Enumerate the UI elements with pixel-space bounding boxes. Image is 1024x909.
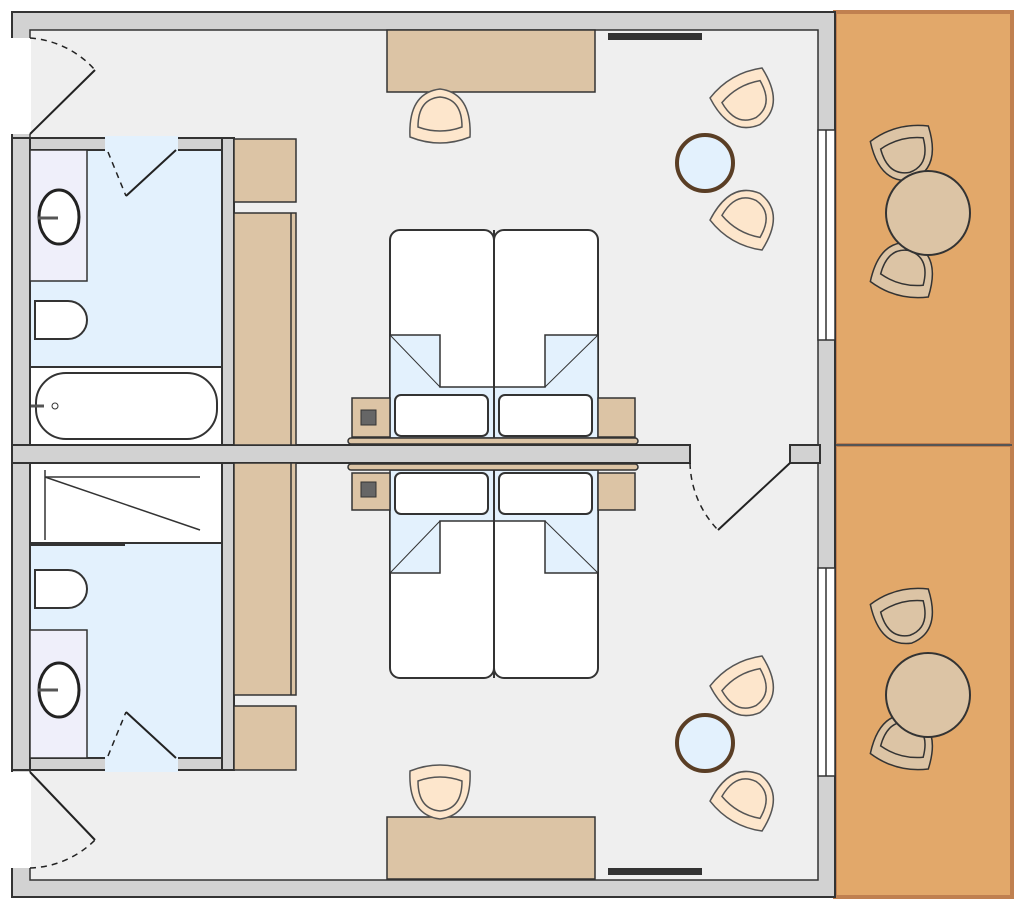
tv-icon: [608, 868, 702, 875]
bathtub: [35, 372, 218, 440]
entrance-door-top[interactable]: [29, 37, 96, 135]
desk-chair: [409, 764, 471, 820]
armchair: [709, 655, 775, 717]
divider-wall: [11, 444, 691, 464]
headboard: [347, 463, 639, 471]
armchair: [709, 770, 775, 832]
headboard: [347, 437, 639, 445]
balcony-chair: [869, 587, 934, 645]
wardrobes: [233, 138, 297, 771]
pillow: [394, 472, 489, 515]
desk-top: [386, 29, 596, 93]
toilet-icon: [34, 300, 88, 340]
armchair: [709, 67, 775, 129]
pillow: [394, 394, 489, 437]
armchair: [709, 189, 775, 251]
toilet-icon: [34, 569, 88, 609]
balcony-chair: [869, 241, 934, 299]
round-table: [675, 133, 735, 193]
pillow: [498, 394, 593, 437]
balcony-table: [885, 170, 971, 256]
phone-icon: [360, 481, 377, 498]
phone-icon: [360, 409, 377, 426]
balconies: [833, 10, 1014, 899]
balcony-chair: [869, 124, 934, 182]
shower: [29, 462, 223, 544]
bathroom-top: [29, 136, 223, 446]
nightstands: [347, 397, 639, 511]
entrance-door-bottom[interactable]: [29, 771, 96, 869]
bedding: [389, 468, 599, 678]
tv-icon: [608, 33, 702, 40]
balcony-table: [885, 652, 971, 738]
bathroom-bottom: [29, 462, 223, 772]
connecting-door[interactable]: [689, 462, 791, 531]
pillow: [498, 472, 593, 515]
round-table: [675, 713, 735, 773]
desk-chair: [409, 88, 471, 144]
desk-bottom: [386, 816, 596, 880]
